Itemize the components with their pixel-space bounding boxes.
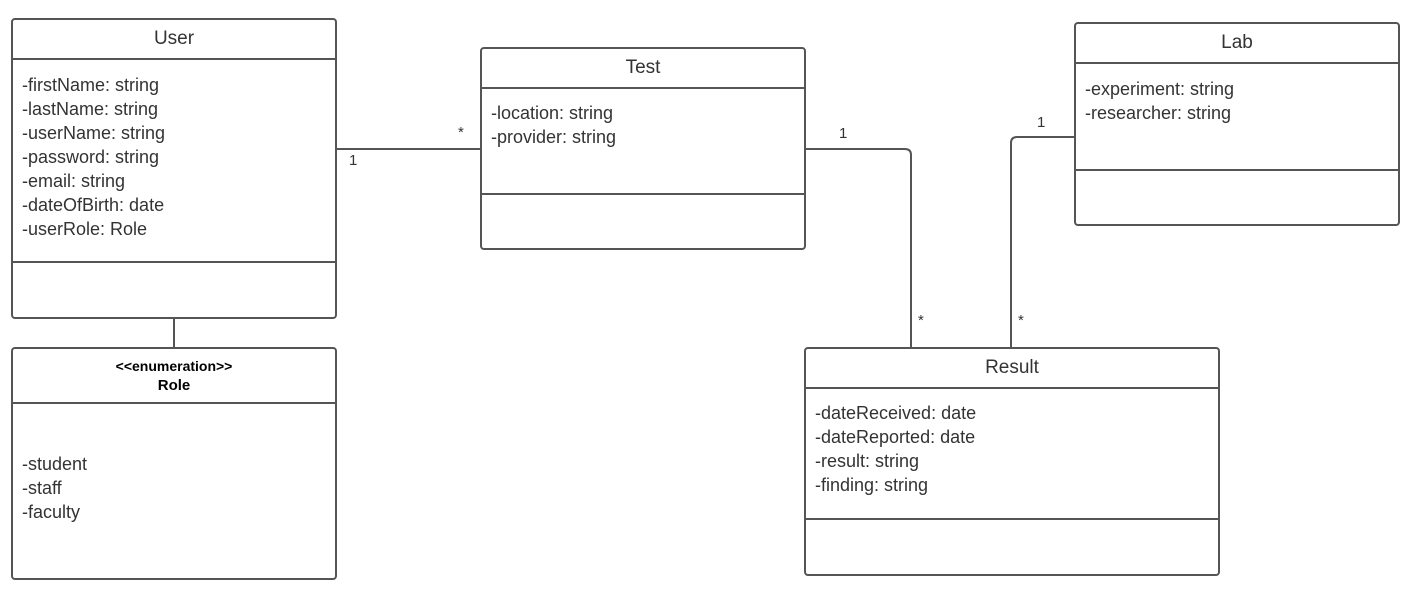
user-test-multiplicity-test: * bbox=[458, 124, 464, 141]
role-enumeration-name: Role bbox=[157, 376, 191, 394]
lab-class-header: Lab bbox=[1076, 24, 1398, 64]
lab-class-name: Lab bbox=[1221, 32, 1253, 53]
user-class-name: User bbox=[153, 28, 195, 49]
role-enumeration[interactable]: <<enumeration>> Role -student -staff -fa… bbox=[11, 347, 337, 580]
role-enumeration-header: <<enumeration>> Role bbox=[13, 349, 335, 404]
result-operations bbox=[806, 520, 1218, 574]
lab-result-multiplicity-result: * bbox=[1018, 312, 1024, 329]
lab-operations bbox=[1076, 171, 1398, 224]
user-attribute: -lastName: string bbox=[22, 99, 159, 119]
result-attribute: -finding: string bbox=[815, 475, 929, 495]
test-result-multiplicity-test: 1 bbox=[839, 125, 848, 142]
lab-attribute: -experiment: string bbox=[1085, 79, 1235, 99]
test-class-header: Test bbox=[482, 49, 804, 89]
result-attribute: -dateReceived: date bbox=[815, 403, 977, 423]
lab-attributes: -experiment: string -researcher: string bbox=[1076, 64, 1398, 171]
result-class[interactable]: Result -dateReceived: date -dateReported… bbox=[804, 347, 1220, 576]
role-values: -student -staff -faculty bbox=[13, 404, 335, 578]
test-class-name: Test bbox=[625, 57, 661, 78]
user-attribute: -password: string bbox=[22, 147, 160, 167]
test-attribute: -location: string bbox=[491, 103, 614, 123]
user-operations bbox=[13, 263, 335, 317]
result-attribute: -dateReported: date bbox=[815, 427, 976, 447]
user-attributes: -firstName: string -lastName: string -us… bbox=[13, 60, 335, 263]
user-attribute: -firstName: string bbox=[22, 75, 160, 95]
user-attribute: -userRole: Role bbox=[22, 219, 148, 239]
user-attribute: -userName: string bbox=[22, 123, 166, 143]
user-test-multiplicity-user: 1 bbox=[349, 152, 358, 169]
test-class[interactable]: Test -location: string -provider: string bbox=[480, 47, 806, 250]
role-value: -staff bbox=[22, 478, 62, 498]
lab-attribute: -researcher: string bbox=[1085, 103, 1232, 123]
test-attribute: -provider: string bbox=[491, 127, 617, 147]
user-class[interactable]: User -firstName: string -lastName: strin… bbox=[11, 18, 337, 319]
lab-result-association bbox=[1010, 136, 1075, 348]
user-attribute: -email: string bbox=[22, 171, 126, 191]
user-class-header: User bbox=[13, 20, 335, 60]
user-attribute: -dateOfBirth: date bbox=[22, 195, 165, 215]
test-result-multiplicity-result: * bbox=[918, 312, 924, 329]
result-class-header: Result bbox=[806, 349, 1218, 389]
result-attribute: -result: string bbox=[815, 451, 920, 471]
role-value: -student bbox=[22, 454, 88, 474]
test-attributes: -location: string -provider: string bbox=[482, 89, 804, 195]
enumeration-stereotype: <<enumeration>> bbox=[115, 357, 233, 374]
role-value: -faculty bbox=[22, 502, 81, 522]
result-attributes: -dateReceived: date -dateReported: date … bbox=[806, 389, 1218, 520]
lab-class[interactable]: Lab -experiment: string -researcher: str… bbox=[1074, 22, 1400, 226]
test-operations bbox=[482, 195, 804, 248]
result-class-name: Result bbox=[985, 357, 1039, 378]
test-result-association bbox=[805, 148, 912, 348]
lab-result-multiplicity-lab: 1 bbox=[1037, 114, 1046, 131]
